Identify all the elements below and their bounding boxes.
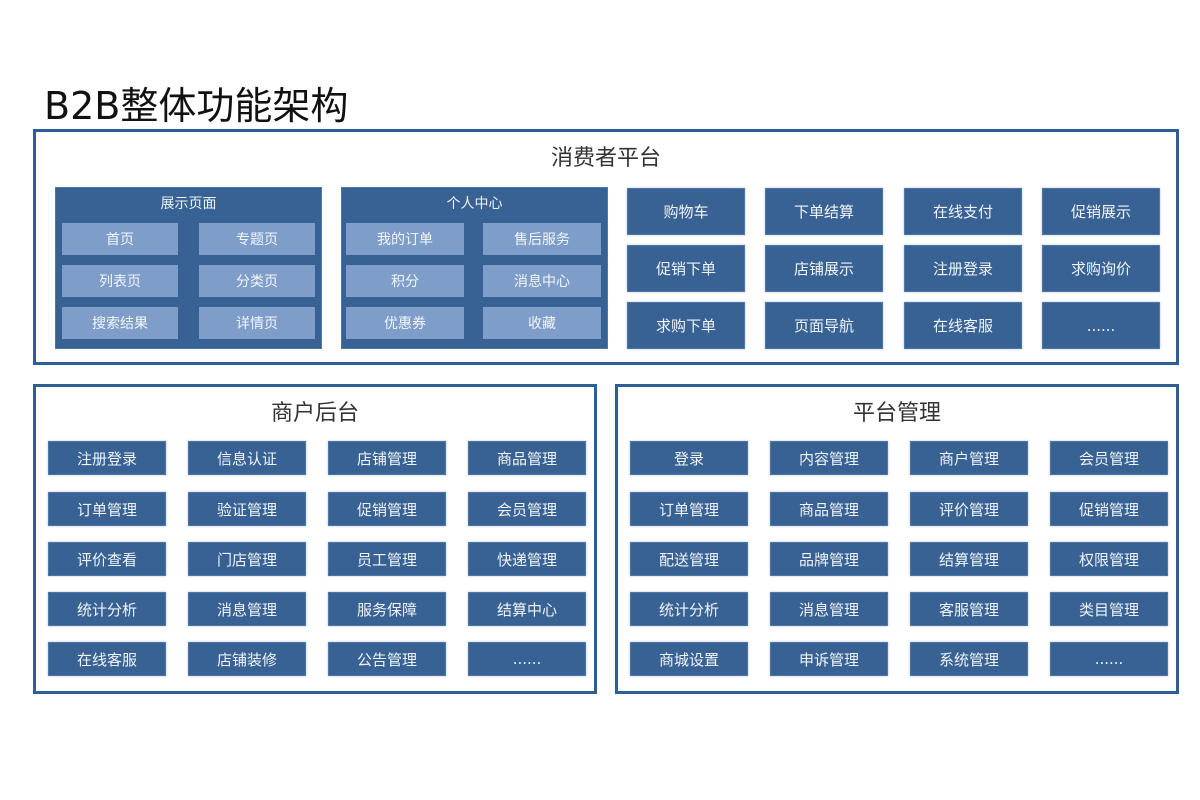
merchant-item: ...... <box>468 642 586 676</box>
merchant-item: 促销管理 <box>328 492 446 526</box>
merchant-item: 消息管理 <box>188 592 306 626</box>
merchant-item: 员工管理 <box>328 542 446 576</box>
display-pages-group: 展示页面 首页 专题页 列表页 分类页 搜索结果 详情页 <box>55 187 322 349</box>
consumer-item: 店铺展示 <box>765 245 883 292</box>
platform-item: 会员管理 <box>1050 441 1168 475</box>
merchant-backend-title: 商户后台 <box>270 401 359 426</box>
consumer-item: 页面导航 <box>765 302 883 349</box>
platform-item: 结算管理 <box>910 542 1028 576</box>
diagram-title: B2B整体功能架构 <box>44 84 349 128</box>
merchant-item: 门店管理 <box>188 542 306 576</box>
display-pages-title: 展示页面 <box>160 196 217 212</box>
consumer-item: 在线支付 <box>904 188 1022 235</box>
merchant-item: 注册登录 <box>48 441 166 475</box>
consumer-item: 在线客服 <box>904 302 1022 349</box>
consumer-platform-panel: 消费者平台 展示页面 首页 专题页 列表页 分类页 搜索结果 详情页 个人中心 … <box>33 129 1179 365</box>
consumer-platform-title: 消费者平台 <box>550 146 661 171</box>
merchant-item: 结算中心 <box>468 592 586 626</box>
personal-item: 优惠券 <box>346 307 464 339</box>
consumer-item: 购物车 <box>627 188 745 235</box>
consumer-item: 求购询价 <box>1042 245 1160 292</box>
platform-item: 统计分析 <box>630 592 748 626</box>
platform-item: 系统管理 <box>910 642 1028 676</box>
platform-item: 商户管理 <box>910 441 1028 475</box>
merchant-item: 统计分析 <box>48 592 166 626</box>
consumer-item: 求购下单 <box>627 302 745 349</box>
merchant-item: 店铺管理 <box>328 441 446 475</box>
personal-item: 售后服务 <box>483 223 601 255</box>
merchant-item: 评价查看 <box>48 542 166 576</box>
platform-item: 品牌管理 <box>770 542 888 576</box>
consumer-item: 下单结算 <box>765 188 883 235</box>
personal-item: 积分 <box>346 265 464 297</box>
merchant-item: 公告管理 <box>328 642 446 676</box>
merchant-item: 快递管理 <box>468 542 586 576</box>
personal-item: 消息中心 <box>483 265 601 297</box>
platform-item: 商城设置 <box>630 642 748 676</box>
platform-item: 消息管理 <box>770 592 888 626</box>
platform-item: ...... <box>1050 642 1168 676</box>
personal-center-group: 个人中心 我的订单 售后服务 积分 消息中心 优惠券 收藏 <box>341 187 608 349</box>
platform-item: 权限管理 <box>1050 542 1168 576</box>
consumer-item: 促销下单 <box>627 245 745 292</box>
merchant-item: 商品管理 <box>468 441 586 475</box>
consumer-item: 促销展示 <box>1042 188 1160 235</box>
platform-management-panel: 平台管理 登录内容管理商户管理会员管理订单管理商品管理评价管理促销管理配送管理品… <box>615 384 1179 694</box>
personal-item: 我的订单 <box>346 223 464 255</box>
merchant-item: 信息认证 <box>188 441 306 475</box>
platform-item: 登录 <box>630 441 748 475</box>
platform-management-title: 平台管理 <box>852 401 941 426</box>
merchant-item: 服务保障 <box>328 592 446 626</box>
display-item: 列表页 <box>62 265 178 297</box>
display-item: 首页 <box>62 223 178 255</box>
platform-item: 内容管理 <box>770 441 888 475</box>
consumer-item: ...... <box>1042 302 1160 349</box>
platform-item: 促销管理 <box>1050 492 1168 526</box>
display-item: 分类页 <box>199 265 315 297</box>
merchant-item: 验证管理 <box>188 492 306 526</box>
platform-item: 配送管理 <box>630 542 748 576</box>
platform-item: 评价管理 <box>910 492 1028 526</box>
display-item: 详情页 <box>199 307 315 339</box>
merchant-backend-panel: 商户后台 注册登录信息认证店铺管理商品管理订单管理验证管理促销管理会员管理评价查… <box>33 384 597 694</box>
personal-item: 收藏 <box>483 307 601 339</box>
display-item: 搜索结果 <box>62 307 178 339</box>
merchant-item: 店铺装修 <box>188 642 306 676</box>
merchant-item: 会员管理 <box>468 492 586 526</box>
consumer-item: 注册登录 <box>904 245 1022 292</box>
merchant-item: 在线客服 <box>48 642 166 676</box>
display-item: 专题页 <box>199 223 315 255</box>
personal-center-title: 个人中心 <box>446 196 503 212</box>
platform-item: 客服管理 <box>910 592 1028 626</box>
merchant-item: 订单管理 <box>48 492 166 526</box>
platform-item: 类目管理 <box>1050 592 1168 626</box>
platform-item: 商品管理 <box>770 492 888 526</box>
platform-item: 订单管理 <box>630 492 748 526</box>
platform-item: 申诉管理 <box>770 642 888 676</box>
